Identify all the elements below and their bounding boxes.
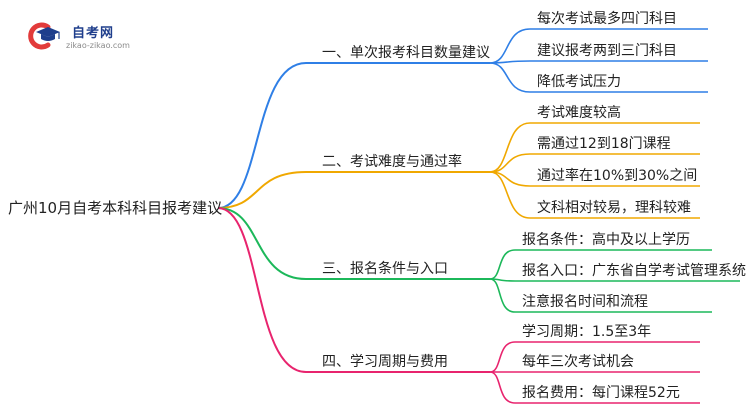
branch-4-label: 四、学习周期与费用 <box>322 354 448 370</box>
branch-1-leaf: 每次考试最多四门科目 <box>537 11 677 27</box>
branch-to-leaf-curve <box>489 371 516 404</box>
branch-4-leaf: 报名费用：每门课程52元 <box>522 385 680 401</box>
logo-domain: zikao-zikao.com <box>66 41 130 50</box>
branch-3-leaf: 报名入口：广东省自学考试管理系统 <box>522 263 746 279</box>
branch-to-leaf-curve <box>489 28 531 64</box>
branch-3-leaf: 注意报名时间和流程 <box>522 294 648 310</box>
branch-to-leaf-curve <box>489 122 531 173</box>
site-logo: 自考网 zikao-zikao.com <box>28 18 148 54</box>
branch-4-leaf: 每年三次考试机会 <box>522 354 634 370</box>
branch-1-leaf: 建议报考两到三门科目 <box>537 43 677 59</box>
branch-to-leaf-curve <box>489 171 531 219</box>
branch-3-leaf: 报名条件：高中及以上学历 <box>522 232 690 248</box>
branch-1-label: 一、单次报考科目数量建议 <box>322 45 490 61</box>
branch-to-leaf-curve <box>489 341 516 373</box>
graduation-cap-c-logo-icon <box>28 22 60 50</box>
branch-to-leaf-curve <box>489 249 516 280</box>
branch-2-leaf: 文科相对较易，理科较难 <box>537 200 691 216</box>
branch-2-leaf: 需通过12到18门课程 <box>537 136 671 152</box>
root-topic: 广州10月自考本科科目报考建议 <box>8 199 223 217</box>
logo-name: 自考网 <box>72 26 115 41</box>
branch-to-leaf-curve <box>489 62 531 93</box>
root-to-branch-curve <box>217 62 307 209</box>
branch-4-leaf: 学习周期：1.5至3年 <box>522 324 652 340</box>
root-to-branch-curve <box>217 171 307 209</box>
branch-2-leaf: 考试难度较高 <box>537 105 621 121</box>
branch-to-leaf-curve <box>489 278 516 313</box>
branch-1-leaf: 降低考试压力 <box>537 74 621 90</box>
root-to-branch-curve <box>217 207 307 373</box>
branch-2-leaf: 通过率在10%到30%之间 <box>537 168 698 184</box>
branch-to-leaf-curve <box>489 153 531 173</box>
branch-3-label: 三、报名条件与入口 <box>322 261 448 277</box>
branch-2-label: 二、考试难度与通过率 <box>322 154 462 170</box>
root-to-branch-curve <box>217 207 307 280</box>
